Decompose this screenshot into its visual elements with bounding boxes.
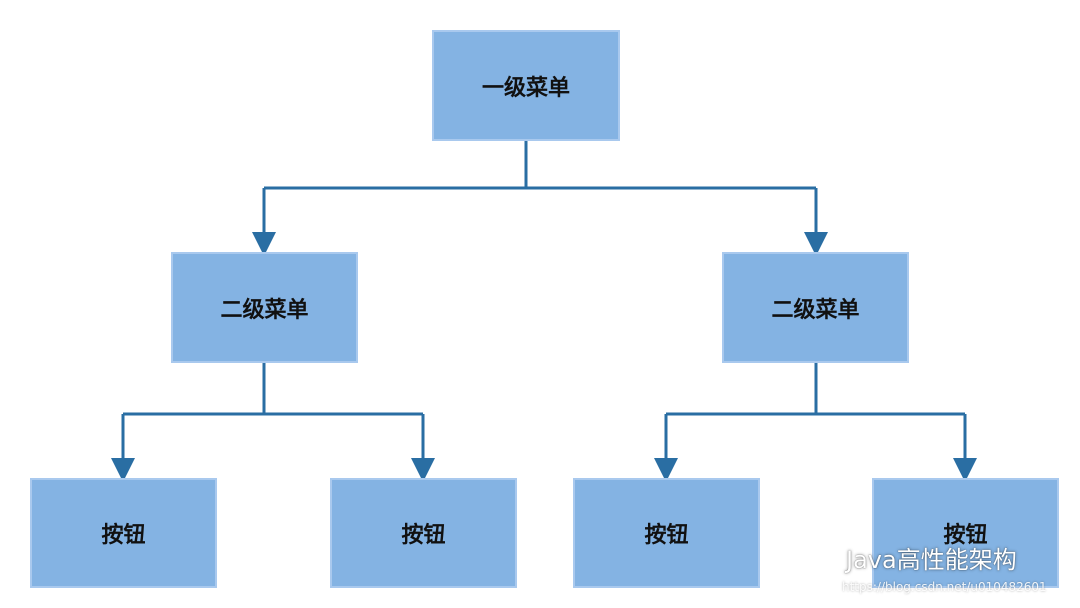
submenu-node-right: 二级菜单 <box>722 252 909 363</box>
watermark: Java高性能架构 <box>800 540 1017 575</box>
button-node-label: 按钮 <box>644 523 689 548</box>
submenu-label-left: 二级菜单 <box>220 297 309 323</box>
connector-l2-right-to-buttons <box>666 363 965 416</box>
watermark-brand: Java高性能架构 <box>846 546 1017 574</box>
button-node-label: 按钮 <box>943 523 988 548</box>
connector-root-to-l2 <box>264 141 816 190</box>
button-node-1: 按钮 <box>30 478 217 588</box>
wechat-icon <box>802 544 836 570</box>
button-node-3: 按钮 <box>573 478 760 588</box>
submenu-label-right: 二级菜单 <box>771 297 860 323</box>
root-menu-node: 一级菜单 <box>432 30 620 141</box>
button-node-4: 按钮 <box>872 478 1059 588</box>
root-menu-label: 一级菜单 <box>481 75 570 101</box>
submenu-node-left: 二级菜单 <box>171 252 358 363</box>
url-watermark: https://blog.csdn.net/u010482601 <box>842 580 1047 594</box>
connector-l2-left-to-buttons <box>123 363 423 416</box>
button-node-2: 按钮 <box>330 478 517 588</box>
button-node-label: 按钮 <box>401 523 446 548</box>
button-node-label: 按钮 <box>101 523 146 548</box>
